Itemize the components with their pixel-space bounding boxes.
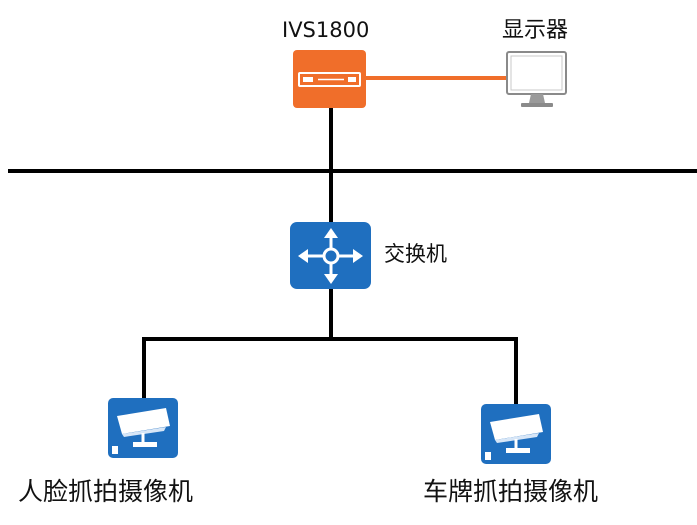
- face-camera-label: 人脸抓拍摄像机: [18, 477, 194, 506]
- monitor-icon: [506, 51, 567, 107]
- nvr-label: IVS1800: [282, 18, 370, 42]
- monitor-label: 显示器: [502, 18, 569, 43]
- nvr-appliance-icon: [293, 50, 366, 108]
- network-switch-icon: [290, 222, 371, 289]
- switch-label: 交换机: [384, 242, 447, 266]
- plate-camera-label: 车牌抓拍摄像机: [423, 477, 599, 506]
- camera-icon: [108, 398, 178, 458]
- camera-icon: [481, 404, 551, 464]
